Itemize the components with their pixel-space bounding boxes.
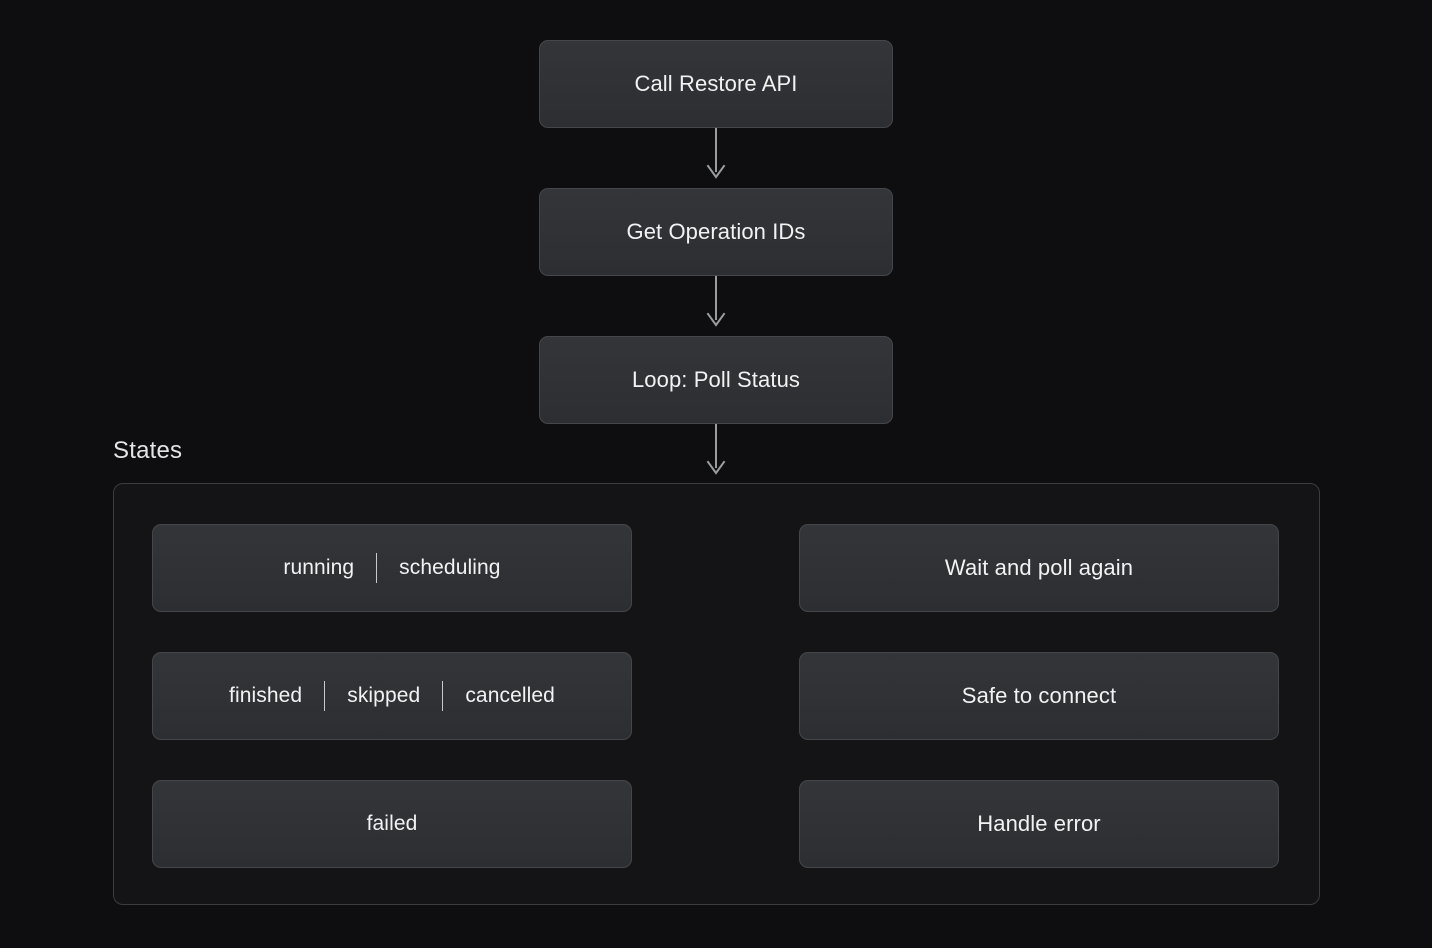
state-label-running: running (283, 556, 355, 579)
states-group-title: States (113, 437, 183, 464)
state-list: running scheduling (283, 553, 500, 583)
edge-loop-poll-status-to-states (706, 424, 726, 475)
state-separator-icon (376, 553, 378, 583)
state-separator-icon (324, 681, 326, 711)
node-label: Get Operation IDs (626, 219, 806, 244)
edge-call-restore-to-get-operation-ids (706, 128, 726, 179)
edge-get-operation-ids-to-loop-poll-status (706, 276, 726, 327)
state-separator-icon (442, 681, 444, 711)
node-label: Safe to connect (961, 683, 1117, 708)
node-failed[interactable]: failed (152, 780, 632, 868)
node-label: Call Restore API (634, 71, 798, 96)
state-label-skipped: skipped (347, 684, 421, 707)
node-running-scheduling[interactable]: running scheduling (152, 524, 632, 612)
node-loop-poll-status[interactable]: Loop: Poll Status (539, 336, 893, 424)
state-list: failed (367, 812, 418, 836)
node-label: Loop: Poll Status (631, 367, 801, 392)
state-list: finished skipped cancelled (229, 681, 555, 711)
node-wait-and-poll-again[interactable]: Wait and poll again (799, 524, 1279, 612)
state-label-cancelled: cancelled (465, 684, 555, 707)
node-label: Handle error (977, 811, 1101, 836)
state-label-failed: failed (366, 812, 418, 835)
state-label-finished: finished (229, 684, 303, 707)
state-label-scheduling: scheduling (399, 556, 501, 579)
node-handle-error[interactable]: Handle error (799, 780, 1279, 868)
node-safe-to-connect[interactable]: Safe to connect (799, 652, 1279, 740)
node-call-restore-api[interactable]: Call Restore API (539, 40, 893, 128)
node-get-operation-ids[interactable]: Get Operation IDs (539, 188, 893, 276)
node-finished-skipped-cancelled[interactable]: finished skipped cancelled (152, 652, 632, 740)
node-label: Wait and poll again (944, 555, 1134, 580)
